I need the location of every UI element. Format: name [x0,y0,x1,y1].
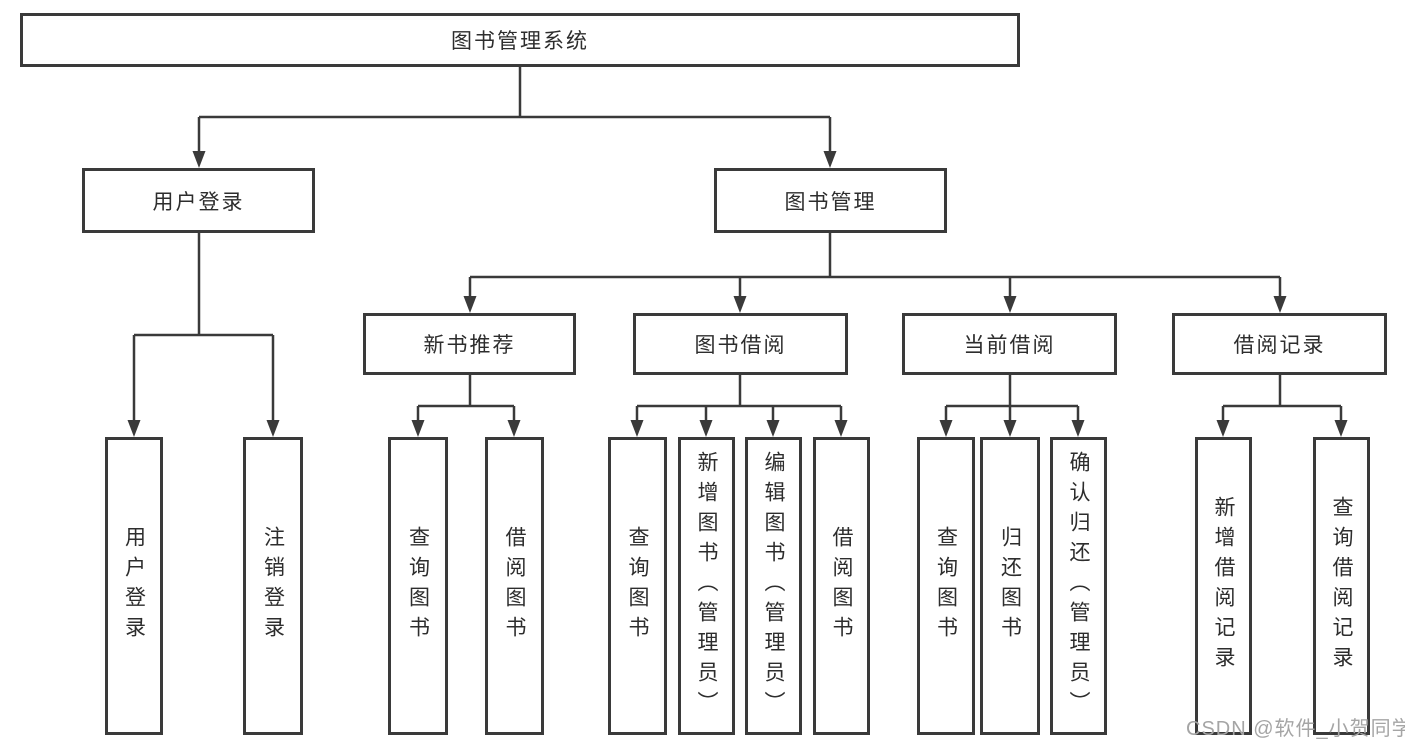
connector-new-book-to-leaves [411,375,521,437]
node-user-login-label: 用户登录 [152,190,245,214]
connector-book-mgmt-to-level3 [463,233,1287,313]
node-borrow-records-label: 借阅记录 [1233,334,1326,357]
leaf-return-books-label: 归还图书 [998,526,1022,646]
node-root-system: 图书管理系统 [20,13,1020,67]
leaf-borrow-books-borrow: 借阅图书 [813,437,870,735]
node-book-management-label: 图书管理 [784,190,877,214]
node-book-management: 图书管理 [714,168,947,233]
node-new-book-recommend: 新书推荐 [363,313,576,375]
leaf-edit-books-admin: 编辑图书（管理员） [745,437,802,735]
leaf-add-borrow-record-label: 新增借阅记录 [1212,496,1235,676]
leaf-return-books: 归还图书 [980,437,1040,735]
leaf-query-books-current-label: 查询图书 [934,526,958,646]
node-borrow-records: 借阅记录 [1172,313,1387,375]
leaf-query-books-current: 查询图书 [917,437,975,735]
leaf-confirm-return-admin: 确认归还（管理员） [1050,437,1107,735]
leaf-logout-login: 注销登录 [243,437,303,735]
node-new-book-recommend-label: 新书推荐 [423,334,516,357]
node-book-borrow-label: 图书借阅 [694,334,787,357]
leaf-borrow-books-newbook: 借阅图书 [485,437,544,735]
leaf-edit-books-admin-label: 编辑图书（管理员） [762,451,785,721]
connector-borrow-records-to-leaves [1216,375,1348,437]
leaf-user-login-label: 用户登录 [122,526,146,646]
leaf-query-books-newbook-label: 查询图书 [406,526,430,646]
leaf-add-books-admin-label: 新增图书（管理员） [695,451,718,721]
connector-user-login-to-leaves [127,233,280,437]
leaf-query-borrow-record: 查询借阅记录 [1313,437,1370,735]
csdn-watermark: CSDN @软件_小贺同学 [1186,718,1405,740]
leaf-query-books-borrow-label: 查询图书 [626,526,649,646]
node-user-login: 用户登录 [82,168,315,233]
node-current-borrow-label: 当前借阅 [963,334,1056,357]
leaf-borrow-books-borrow-label: 借阅图书 [830,526,853,646]
leaf-query-books-borrow: 查询图书 [608,437,667,735]
leaf-query-books-newbook: 查询图书 [388,437,448,735]
leaf-borrow-books-newbook-label: 借阅图书 [503,526,526,646]
leaf-add-books-admin: 新增图书（管理员） [678,437,735,735]
leaf-confirm-return-admin-label: 确认归还（管理员） [1067,451,1090,721]
node-root-system-label: 图书管理系统 [451,30,589,53]
node-book-borrow: 图书借阅 [633,313,848,375]
connector-book-borrow-to-leaves [630,375,848,437]
leaf-query-borrow-record-label: 查询借阅记录 [1330,496,1353,676]
leaf-add-borrow-record: 新增借阅记录 [1195,437,1252,735]
connector-root-to-level2 [192,67,837,168]
leaf-logout-login-label: 注销登录 [261,526,285,646]
node-current-borrow: 当前借阅 [902,313,1117,375]
connector-current-borrow-to-leaves [939,375,1085,437]
leaf-user-login: 用户登录 [105,437,163,735]
